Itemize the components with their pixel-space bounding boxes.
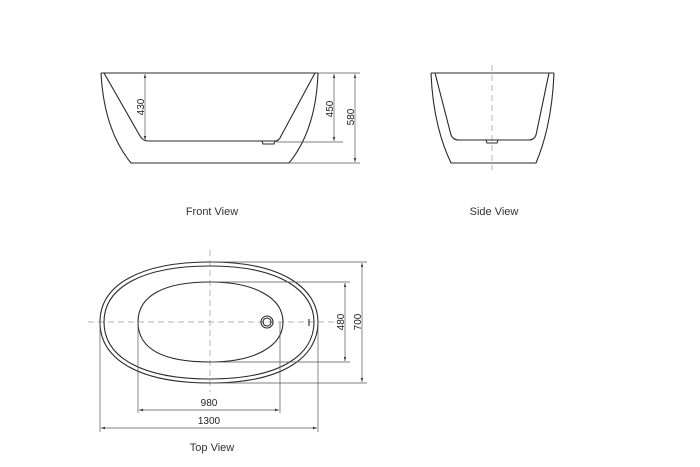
front-view: 430 450 580 Front View (100, 72, 360, 218)
dim-480-label: 480 (336, 313, 347, 330)
front-inner-basin (103, 72, 316, 142)
side-view-label: Side View (470, 206, 519, 218)
front-view-label: Front View (186, 206, 238, 218)
dim-450-label: 450 (325, 100, 336, 117)
dim-580-label: 580 (346, 108, 357, 125)
side-drain (485, 139, 499, 144)
side-inner-basin (434, 72, 550, 141)
front-drain (261, 140, 276, 145)
drain-inner-ring (262, 317, 272, 327)
side-view: Side View (430, 65, 555, 218)
dim-430-label: 430 (136, 98, 147, 115)
dim-700-label: 700 (353, 313, 364, 330)
dim-980-label: 980 (201, 398, 218, 409)
top-view-label: Top View (190, 442, 234, 454)
front-outer-shell (100, 72, 319, 164)
top-view: 480 700 980 1300 Top View (88, 250, 367, 454)
top-inner-rim (103, 265, 315, 380)
side-outer-shell (430, 72, 555, 164)
dim-1300-label: 1300 (198, 416, 221, 427)
drain-icon (260, 315, 274, 329)
